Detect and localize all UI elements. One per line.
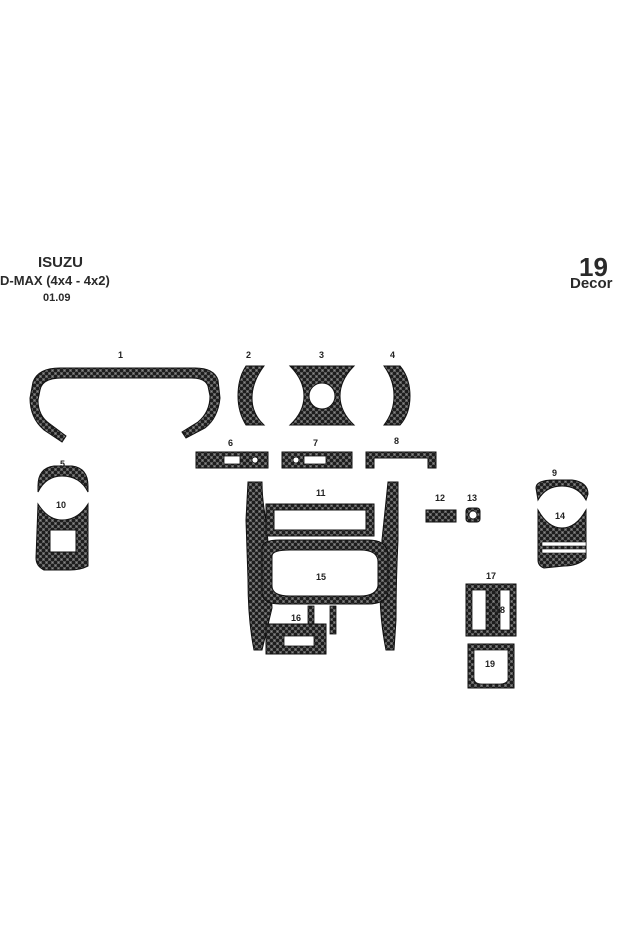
part-10-left-panel (35, 502, 89, 571)
part-14-right-panel (537, 508, 587, 569)
part-number-13: 13 (467, 493, 477, 503)
part-number-4: 4 (390, 350, 395, 360)
part-18-shifter-strip (489, 589, 497, 631)
part-number-2: 2 (246, 350, 251, 360)
piece-count: 19 (579, 252, 608, 282)
part-number-10: 10 (56, 500, 66, 510)
part-6-switch-bezel (195, 451, 269, 469)
part-number-14: 14 (555, 511, 565, 521)
part-12-small-trim (425, 509, 457, 523)
part-number-9: 9 (552, 468, 557, 478)
part-16-lower-switch-panel (265, 623, 327, 655)
part-19-lower-tray-trim (467, 643, 515, 689)
part-number-5: 5 (60, 459, 65, 469)
vehicle-model: D-MAX (4x4 - 4x2) (0, 273, 110, 288)
vehicle-brand: ISUZU (38, 254, 83, 271)
part-13-round-trim (465, 507, 481, 523)
part-number-1: 1 (118, 350, 123, 360)
part-15-center-console (245, 481, 399, 651)
part-number-15: 15 (316, 572, 326, 582)
part-2-left-vent-trim (237, 365, 266, 426)
model-date: 01.09 (43, 292, 71, 304)
part-number-7: 7 (313, 438, 318, 448)
part-9-right-vent-ring (535, 479, 589, 502)
part-number-18: 18 (495, 605, 505, 615)
part-number-19: 19 (485, 659, 495, 669)
part-1-dash-trim (29, 367, 221, 443)
part-8-glovebox-trim (365, 451, 437, 469)
piece-label: Decor (570, 275, 613, 292)
part-number-6: 6 (228, 438, 233, 448)
part-number-17: 17 (486, 571, 496, 581)
part-number-8: 8 (394, 436, 399, 446)
part-11-radio-bezel (265, 503, 375, 537)
part-number-11: 11 (316, 488, 326, 498)
part-number-3: 3 (319, 350, 324, 360)
part-5-left-vent-ring (37, 465, 89, 493)
part-7-switch-bezel (281, 451, 353, 469)
part-4-right-vent-trim (382, 365, 411, 426)
part-3-cluster-surround (288, 365, 356, 426)
part-number-16: 16 (291, 613, 301, 623)
part-number-12: 12 (435, 493, 445, 503)
